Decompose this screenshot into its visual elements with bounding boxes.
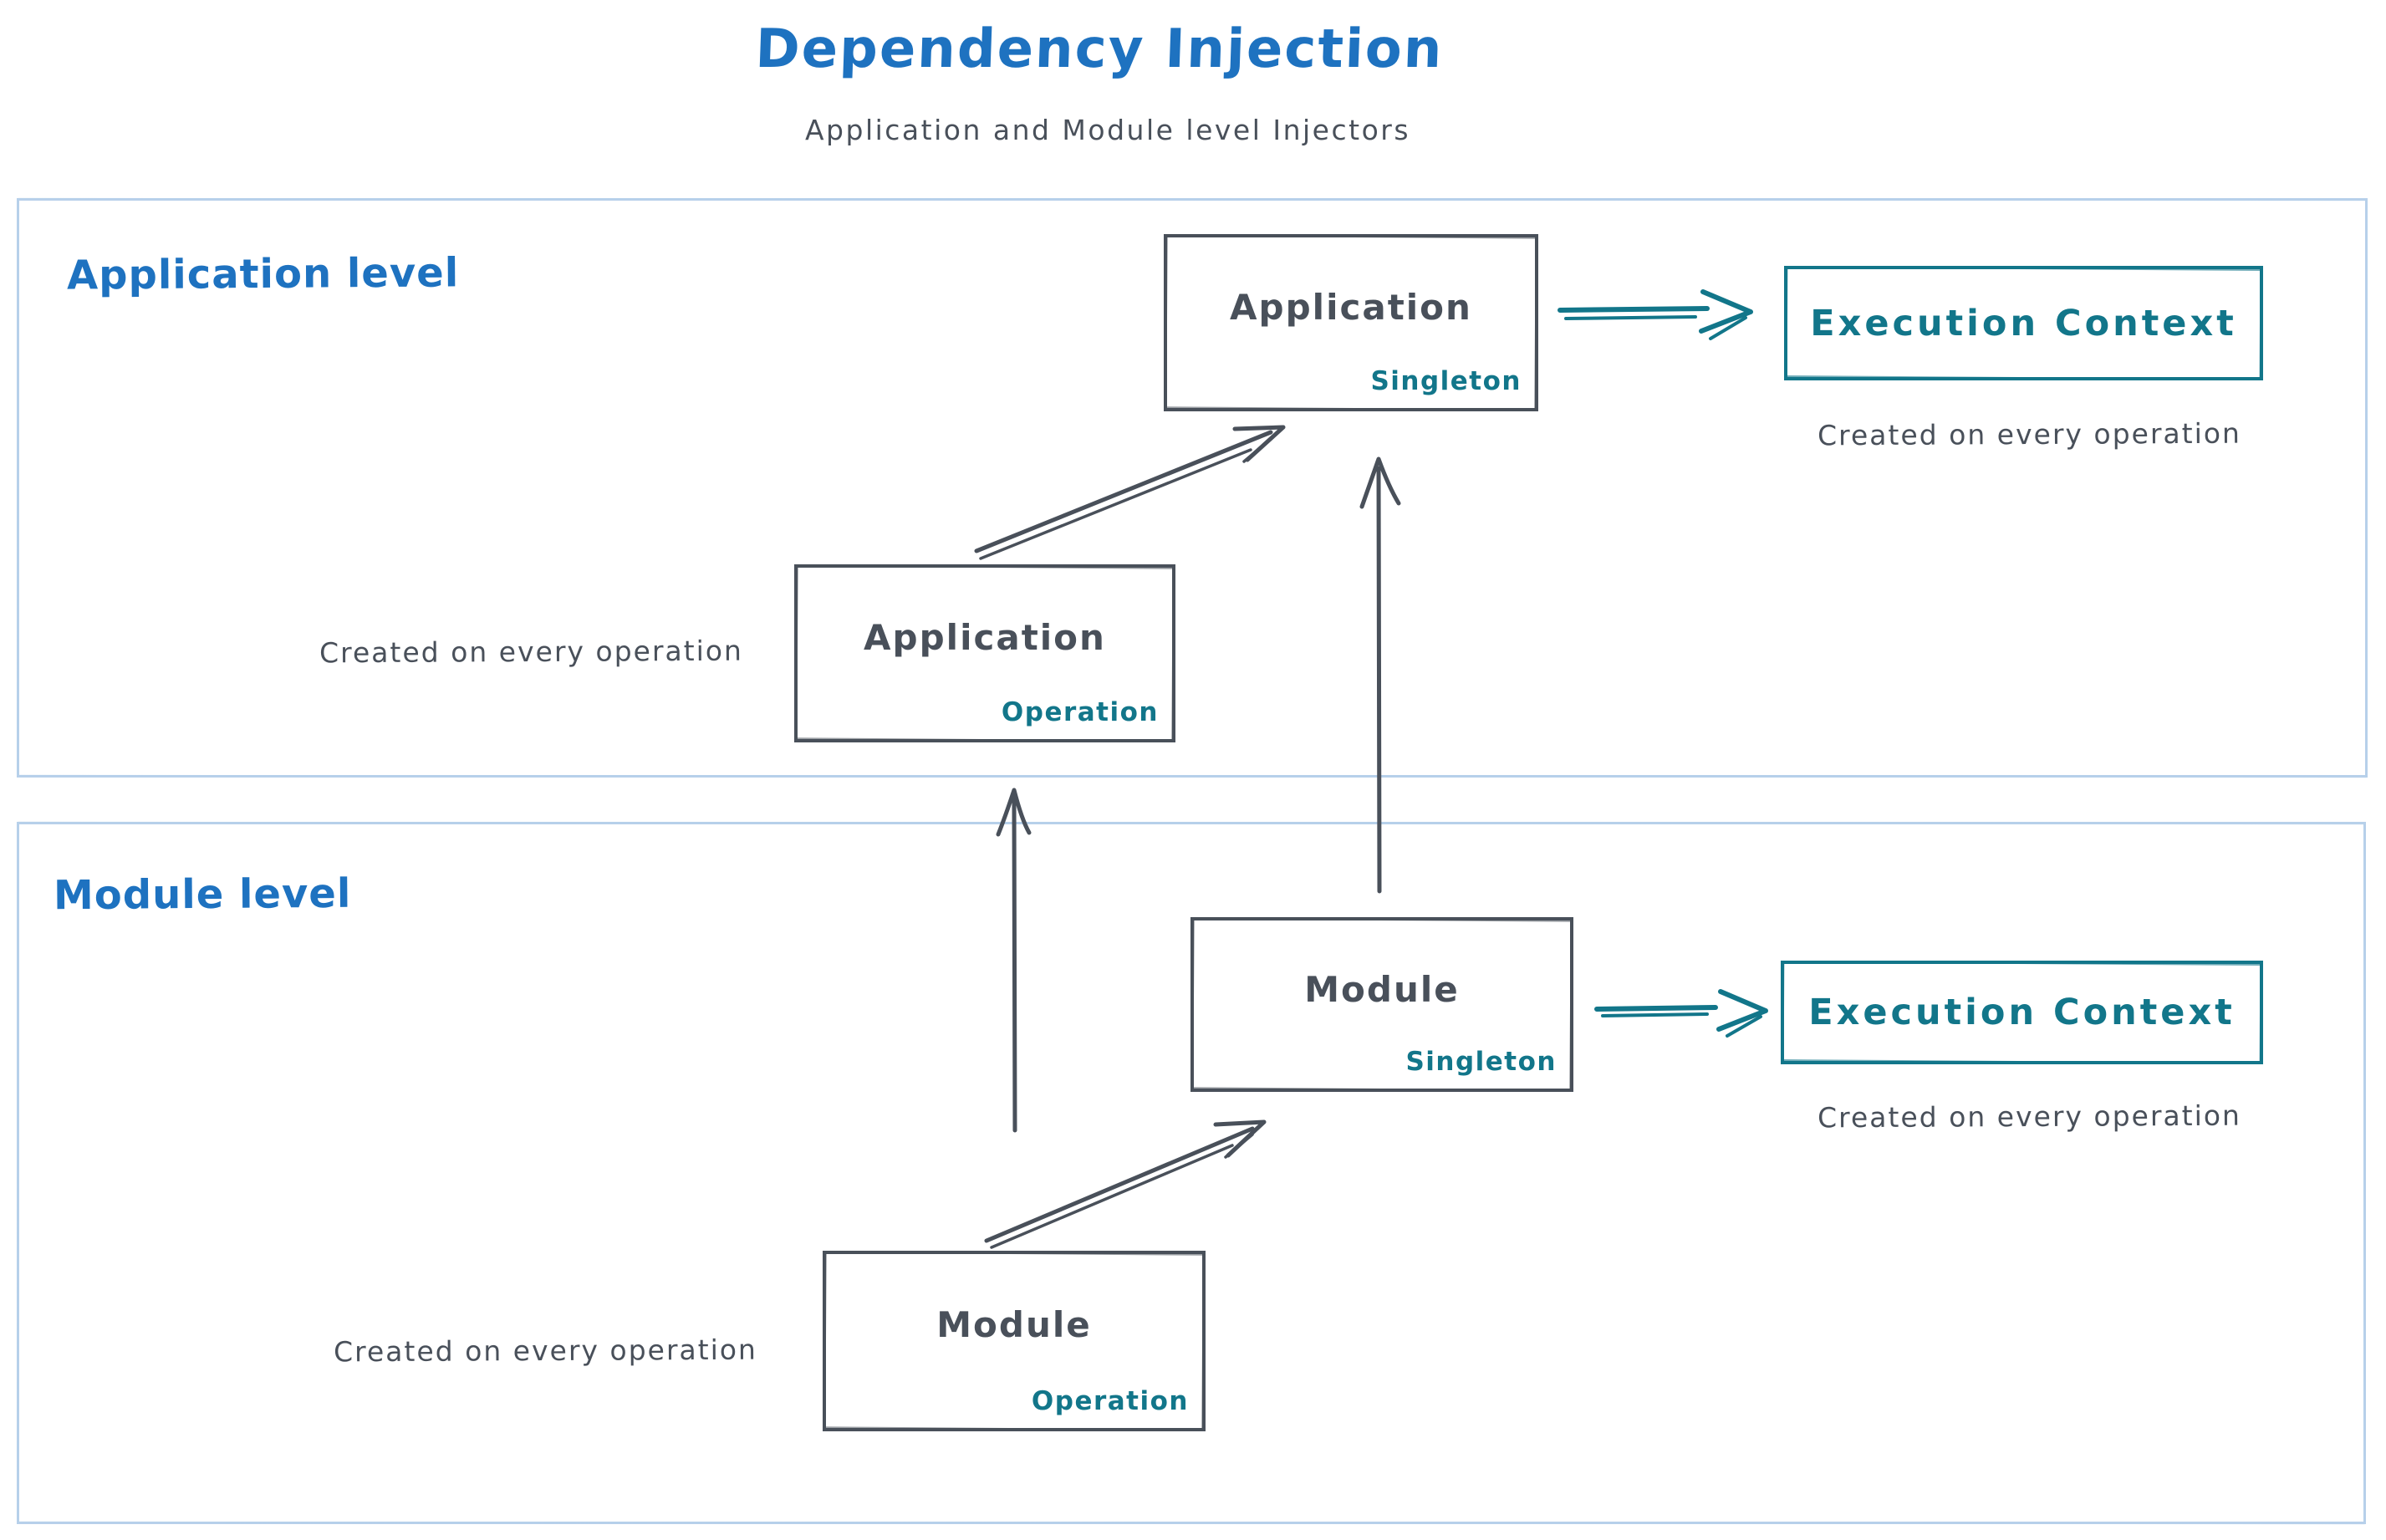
execution-context-module-title: Execution Context bbox=[1808, 992, 2236, 1033]
module-exec-context-note: Created on every operation bbox=[1817, 1099, 2242, 1135]
module-singleton-box: Module Singleton bbox=[1190, 917, 1573, 1092]
module-singleton-badge: Singleton bbox=[1405, 1047, 1557, 1077]
app-operation-note: Created on every operation bbox=[319, 634, 744, 670]
module-level-frame bbox=[17, 822, 2366, 1524]
application-level-label: Application level bbox=[66, 249, 460, 299]
app-singleton-badge: Singleton bbox=[1370, 366, 1522, 396]
app-operation-box: Application Operation bbox=[794, 564, 1175, 742]
execution-context-module-box: Execution Context bbox=[1781, 961, 2263, 1064]
app-exec-context-note: Created on every operation bbox=[1817, 416, 2242, 452]
execution-context-app-box: Execution Context bbox=[1784, 266, 2263, 380]
app-operation-title: Application bbox=[864, 617, 1106, 659]
module-level-label: Module level bbox=[53, 869, 352, 920]
app-singleton-title: Application bbox=[1230, 287, 1472, 329]
page-title: Dependency Injection bbox=[754, 18, 1445, 80]
app-operation-badge: Operation bbox=[1001, 697, 1159, 727]
module-operation-box: Module Operation bbox=[823, 1251, 1206, 1431]
application-level-frame bbox=[17, 198, 2368, 778]
page-subtitle: Application and Module level Injectors bbox=[804, 114, 1411, 146]
module-operation-badge: Operation bbox=[1031, 1386, 1189, 1416]
app-singleton-box: Application Singleton bbox=[1164, 234, 1538, 411]
module-singleton-title: Module bbox=[1304, 969, 1460, 1011]
module-operation-title: Module bbox=[936, 1304, 1092, 1346]
execution-context-app-title: Execution Context bbox=[1810, 302, 2237, 344]
module-operation-note: Created on every operation bbox=[333, 1333, 758, 1369]
